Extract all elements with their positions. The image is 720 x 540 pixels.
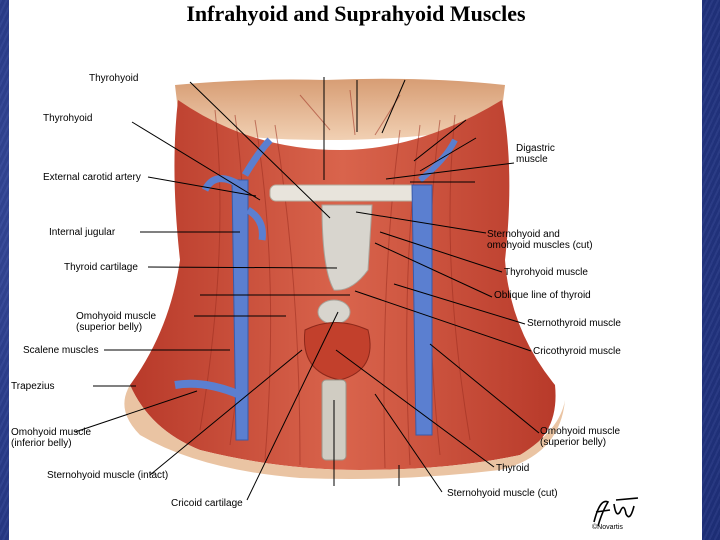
- label-thyrohyoid-left: Thyrohyoid: [43, 113, 93, 124]
- label-thyroid-cartilage: Thyroid cartilage: [64, 262, 138, 273]
- slide-title: Infrahyoid and Suprahyoid Muscles: [0, 0, 720, 28]
- label-internal-jugular: Internal jugular: [49, 227, 116, 238]
- copyright-novartis: ©Novartis: [592, 524, 623, 531]
- label-trapezius: Trapezius: [11, 381, 55, 392]
- slide-title-text: Infrahyoid and Suprahyoid Muscles: [186, 1, 526, 26]
- label-omohyoid-superior-left: Omohyoid muscle (superior belly): [76, 311, 157, 333]
- label-thyrohyoid-muscle: Thyrohyoid muscle: [504, 267, 588, 278]
- label-sternohyoid-omohyoid-cut: Sternohyoid and omohyoid muscles (cut): [487, 229, 593, 251]
- label-external-carotid: External carotid artery: [43, 172, 141, 183]
- jaw-skin: [175, 78, 505, 140]
- hyoid-bone: [269, 184, 431, 202]
- label-digastric: Digastric muscle: [516, 143, 555, 165]
- internal-jugular-left: [231, 179, 249, 441]
- label-thyrohyoid-top: Thyrohyoid: [89, 73, 139, 84]
- label-scalene: Scalene muscles: [23, 345, 99, 356]
- left-subclavian-vein: [174, 379, 242, 399]
- right-neck-vein-branch: [418, 138, 458, 183]
- label-omohyoid-inferior: Omohyoid muscle (inferior belly): [11, 427, 92, 449]
- label-cricoid-cartilage: Cricoid cartilage: [171, 498, 243, 509]
- label-sternohyoid-cut: Sternohyoid muscle (cut): [447, 488, 558, 499]
- muscle-fibers: [199, 89, 471, 469]
- thyroid-cartilage-shape: [321, 204, 373, 291]
- label-cricothyroid: Cricothyroid muscle: [533, 346, 621, 357]
- label-sternothyroid: Sternothyroid muscle: [527, 318, 621, 329]
- label-thyroid: Thyroid: [496, 463, 530, 474]
- label-omohyoid-superior-right: Omohyoid muscle (superior belly): [540, 426, 621, 448]
- label-sternohyoid-intact: Sternohyoid muscle (intact): [47, 470, 169, 481]
- netter-signature-icon: [593, 497, 639, 527]
- label-oblique-line: Oblique line of thyroid: [494, 290, 591, 301]
- leader-lines: [74, 77, 540, 501]
